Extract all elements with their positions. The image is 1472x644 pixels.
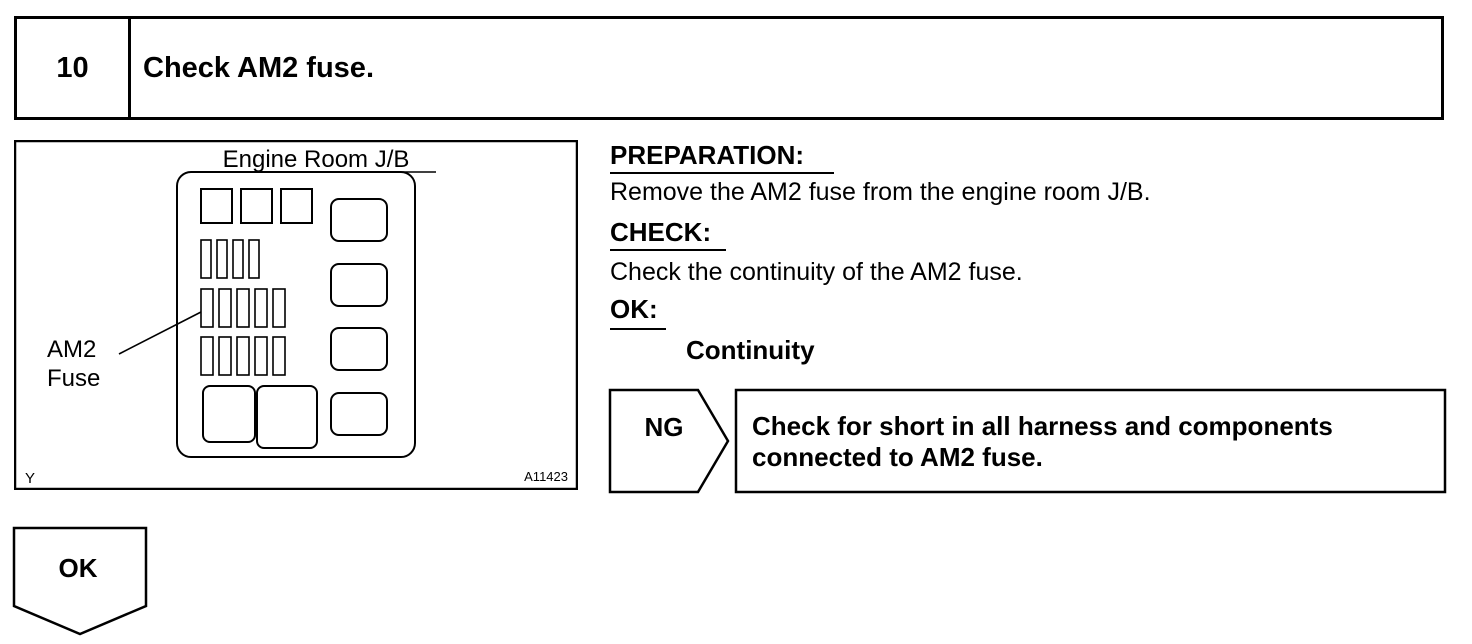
am2-callout-line — [118, 311, 202, 355]
ok-value: Continuity — [686, 335, 815, 365]
preparation-underline — [610, 172, 834, 174]
step-number: 10 — [17, 19, 131, 117]
large-fuse-block — [256, 385, 318, 449]
relay-block — [330, 263, 388, 307]
mini-fuse — [272, 336, 286, 376]
figure-border — [14, 140, 578, 490]
junction-block-outline — [176, 171, 416, 458]
relay-block — [330, 198, 388, 242]
figure-corner-code: Y — [25, 470, 35, 487]
figure-id: A11423 — [524, 469, 568, 484]
mini-fuse — [218, 336, 232, 376]
mini-fuse — [254, 336, 268, 376]
am2-callout-label-line1: AM2 — [47, 336, 96, 363]
ok-arrow-shape — [12, 526, 148, 636]
preparation-heading: PREPARATION: — [610, 140, 805, 170]
ok-heading: OK: — [610, 294, 658, 324]
mini-fuse — [216, 239, 228, 279]
ok-label: OK — [59, 553, 98, 583]
relay-block — [330, 392, 388, 436]
step-title: Check AM2 fuse. — [143, 51, 374, 84]
fuse-square — [200, 188, 233, 224]
check-text: Check the continuity of the AM2 fuse. — [610, 258, 1023, 286]
fuse-square — [240, 188, 273, 224]
mini-fuse — [200, 239, 212, 279]
ng-action-line1: Check for short in all harness and compo… — [752, 411, 1333, 441]
ng-label: NG — [645, 412, 684, 442]
check-heading: CHECK: — [610, 217, 712, 247]
mini-fuse — [218, 288, 232, 328]
am2-fuse — [200, 288, 214, 328]
mini-fuse — [272, 288, 286, 328]
step-header: 10 Check AM2 fuse. — [14, 16, 1444, 120]
ng-action-box — [734, 388, 1447, 494]
figure-title: Engine Room J/B — [223, 146, 410, 173]
mini-fuse — [200, 336, 214, 376]
mini-fuse — [254, 288, 268, 328]
mini-fuse — [248, 239, 260, 279]
relay-block — [330, 327, 388, 371]
ng-action-line2: connected to AM2 fuse. — [752, 442, 1043, 472]
fuse-square — [280, 188, 313, 224]
am2-callout-label-line2: Fuse — [47, 365, 100, 392]
mini-fuse — [232, 239, 244, 279]
ok-underline — [610, 328, 666, 330]
ng-action-text: Check for short in all harness and compo… — [752, 411, 1333, 473]
mini-fuse — [236, 336, 250, 376]
preparation-text: Remove the AM2 fuse from the engine room… — [610, 178, 1151, 206]
ok-branch: OK — [12, 526, 150, 638]
junction-block-figure: Engine Room J/B AM2 — [14, 140, 578, 490]
large-fuse-block — [202, 385, 256, 443]
check-underline — [610, 249, 726, 251]
ng-branch: NG — [608, 388, 1448, 496]
mini-fuse — [236, 288, 250, 328]
ng-arrow-shape — [608, 388, 730, 494]
